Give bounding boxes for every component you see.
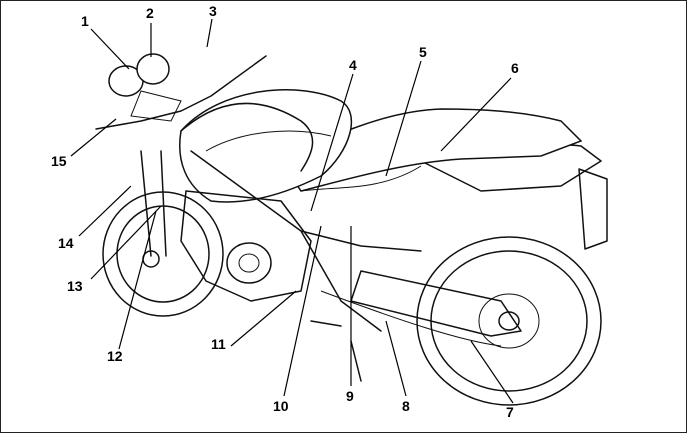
callout-15: 15 <box>51 153 67 169</box>
callout-3: 3 <box>209 3 217 19</box>
swingarm <box>350 270 522 337</box>
callout-11: 11 <box>211 336 226 352</box>
drive-chain <box>320 290 502 347</box>
callout-6: 6 <box>511 60 519 76</box>
speedometer <box>136 53 170 85</box>
callout-13: 13 <box>67 278 83 294</box>
callout-2: 2 <box>146 5 154 21</box>
wiring-harness <box>180 102 314 172</box>
handlebar <box>95 55 267 130</box>
callout-8: 8 <box>402 398 410 414</box>
callout-10: 10 <box>273 398 289 414</box>
callout-12: 12 <box>107 348 123 364</box>
callout-5: 5 <box>419 44 427 60</box>
callout-4: 4 <box>349 57 357 73</box>
callout-7: 7 <box>506 404 514 420</box>
front-wheel <box>102 191 224 317</box>
rear-wheel <box>416 236 602 406</box>
callout-14: 14 <box>58 235 74 251</box>
leader-lines <box>70 18 514 404</box>
license-plate-bracket <box>578 168 608 250</box>
front-fork <box>140 150 167 257</box>
callout-1: 1 <box>81 13 89 29</box>
seat <box>279 108 583 192</box>
engine <box>180 190 312 302</box>
callout-9: 9 <box>346 388 354 404</box>
